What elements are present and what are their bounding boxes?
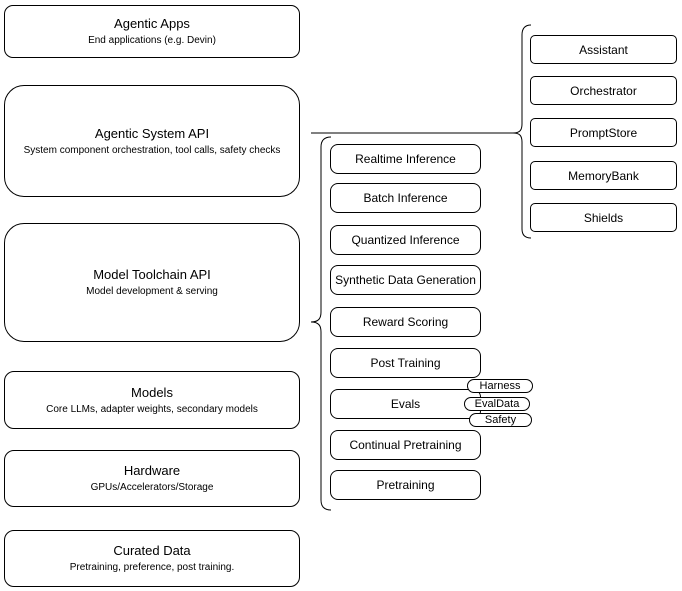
node-subtitle: Model development & serving: [86, 286, 218, 297]
node-label: Shields: [583, 210, 624, 225]
node-reward-scoring: Reward Scoring: [330, 307, 481, 337]
node-pretraining: Pretraining: [330, 470, 481, 500]
node-label: Assistant: [579, 42, 628, 57]
node-label: MemoryBank: [568, 168, 639, 183]
node-model-toolchain-api: Model Toolchain API Model development & …: [4, 223, 300, 342]
pill-label: EvalData: [474, 398, 520, 410]
node-label: Realtime Inference: [355, 152, 456, 166]
node-label: Continual Pretraining: [349, 438, 462, 452]
node-shields: Shields: [530, 203, 677, 232]
node-orchestrator: Orchestrator: [530, 76, 677, 105]
pill-harness: Harness: [467, 379, 533, 393]
right-group-brace: [512, 24, 532, 239]
pill-evaldata: EvalData: [464, 397, 530, 411]
node-memorybank: MemoryBank: [530, 161, 677, 190]
node-label: Quantized Inference: [351, 233, 460, 247]
node-label: PromptStore: [569, 125, 638, 140]
node-subtitle: GPUs/Accelerators/Storage: [90, 482, 214, 493]
node-hardware: Hardware GPUs/Accelerators/Storage: [4, 450, 300, 507]
middle-group-brace: [310, 136, 332, 511]
node-models: Models Core LLMs, adapter weights, secon…: [4, 371, 300, 429]
node-label: Orchestrator: [570, 83, 637, 98]
node-subtitle: System component orchestration, tool cal…: [23, 144, 281, 156]
node-label: Synthetic Data Generation: [335, 273, 476, 287]
node-title: Hardware: [123, 463, 181, 478]
node-batch-inference: Batch Inference: [330, 183, 481, 213]
node-agentic-system-api: Agentic System API System component orch…: [4, 85, 300, 197]
node-subtitle: Core LLMs, adapter weights, secondary mo…: [46, 403, 258, 415]
node-title: Model Toolchain API: [93, 267, 211, 282]
node-label: Evals: [390, 397, 421, 411]
node-subtitle: End applications (e.g. Devin): [88, 35, 216, 46]
node-label: Post Training: [370, 356, 441, 370]
node-label: Batch Inference: [363, 191, 448, 205]
pill-safety: Safety: [469, 413, 532, 427]
node-evals: Evals: [330, 389, 481, 419]
node-title: Agentic System API: [94, 125, 210, 141]
node-agentic-apps: Agentic Apps End applications (e.g. Devi…: [4, 5, 300, 58]
node-post-training: Post Training: [330, 348, 481, 378]
node-synthetic-data-generation: Synthetic Data Generation: [330, 265, 481, 295]
node-title: Models: [131, 384, 173, 400]
node-assistant: Assistant: [530, 35, 677, 64]
node-curated-data: Curated Data Pretraining, preference, po…: [4, 530, 300, 587]
node-title: Agentic Apps: [114, 16, 190, 31]
node-quantized-inference: Quantized Inference: [330, 225, 481, 255]
node-promptstore: PromptStore: [530, 118, 677, 147]
node-realtime-inference: Realtime Inference: [330, 144, 481, 174]
node-label: Reward Scoring: [362, 315, 449, 329]
node-continual-pretraining: Continual Pretraining: [330, 430, 481, 460]
pill-label: Safety: [484, 414, 517, 426]
node-title: Curated Data: [113, 543, 191, 558]
pill-label: Harness: [479, 380, 521, 392]
node-subtitle: Pretraining, preference, post training.: [69, 562, 235, 573]
node-label: Pretraining: [376, 478, 435, 492]
